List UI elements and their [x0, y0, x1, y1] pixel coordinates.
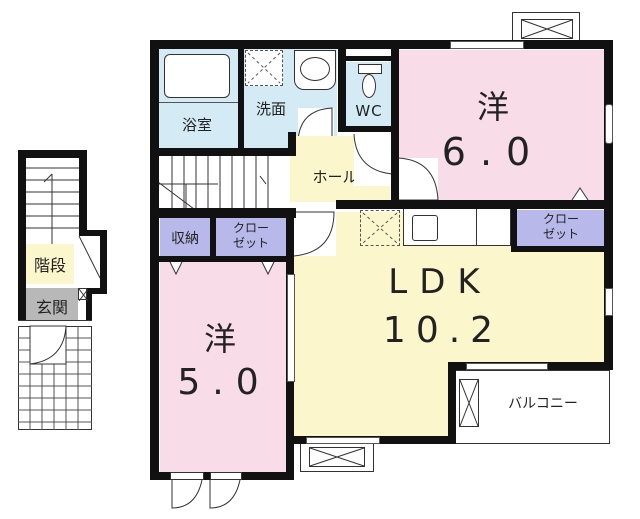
wall: [448, 362, 456, 444]
room-western-5: 洋 5.0: [160, 261, 286, 472]
door-swing-icon: [293, 211, 335, 257]
western-5-size: 5.0: [177, 362, 271, 403]
stairs-lines-icon: [157, 156, 269, 213]
window: [605, 288, 613, 316]
window: [450, 41, 524, 49]
washroom-label: 洗面: [255, 100, 286, 118]
closet-left-label-1: クロー: [232, 221, 269, 235]
sink-icon: [412, 215, 438, 241]
stairs-lines-icon: [26, 167, 79, 244]
door-swing-icon: [171, 479, 241, 509]
room-stairs: 階段: [26, 244, 74, 284]
ac-unit-icon: [521, 19, 573, 39]
window: [605, 104, 613, 144]
toilet-icon: [362, 74, 376, 98]
wall: [511, 246, 611, 252]
window: [466, 363, 548, 370]
western-6-size: 6.0: [441, 130, 545, 174]
ldk-label: LDK: [388, 262, 492, 302]
balcony-label: バルコニー: [508, 396, 578, 412]
outdoor-unit: [300, 440, 374, 472]
storage: 収納: [160, 218, 210, 256]
ldk-size: 10.2: [382, 310, 504, 351]
wall: [79, 150, 87, 234]
closet-right-label-2: ゼット: [542, 227, 579, 241]
wall: [336, 200, 612, 209]
wall: [86, 288, 92, 342]
stairs-label: 階段: [33, 256, 66, 275]
wall: [150, 148, 296, 156]
hall-label: ホール: [312, 168, 358, 186]
western-5-label: 洋: [203, 320, 236, 358]
fridge-space-icon: [360, 210, 400, 246]
sink-icon: [294, 50, 336, 90]
room-entrance: 玄関: [26, 288, 78, 320]
wall: [18, 150, 26, 342]
door-panel: [78, 235, 101, 288]
door-swing-icon: [353, 133, 393, 175]
closet-arrow-icon: [169, 261, 183, 276]
closet-right: クロー ゼット: [517, 210, 605, 246]
interior-stairs: [157, 156, 290, 213]
entrance-label: 玄関: [35, 298, 68, 317]
wall: [150, 256, 294, 262]
door-swing-icon: [397, 157, 439, 201]
bath-label: 浴室: [181, 116, 212, 134]
wall: [150, 208, 296, 218]
wall: [344, 126, 394, 132]
western-6-door[interactable]: [397, 157, 439, 201]
exterior-stairs: [18, 325, 92, 430]
sliding-door[interactable]: [287, 274, 295, 382]
wall: [210, 212, 216, 262]
western-6-label: 洋: [476, 88, 509, 126]
wall: [288, 132, 296, 156]
wall: [238, 48, 244, 152]
room-western-6: 洋 6.0: [397, 50, 604, 201]
door[interactable]: [210, 472, 242, 480]
closet-arrow-icon: [571, 187, 589, 201]
wall: [86, 288, 107, 294]
ldk-door[interactable]: [293, 211, 336, 257]
wc-label: WC: [355, 102, 383, 120]
closet-left: クロー ゼット: [216, 218, 286, 256]
window: [306, 437, 380, 444]
stairs-treads: [26, 158, 79, 244]
balcony: バルコニー: [452, 370, 610, 444]
washer-space-icon: [245, 50, 283, 86]
wall: [150, 40, 612, 49]
wall: [18, 150, 86, 158]
kitchen-counter: [403, 208, 511, 246]
room-ldk-lower: [294, 362, 450, 436]
closet-left-label-2: ゼット: [232, 236, 269, 250]
ac-unit-icon: [459, 379, 479, 427]
wall: [344, 56, 394, 61]
wc-door[interactable]: [353, 133, 393, 186]
door-swing-icon: [78, 235, 101, 279]
room-bath: 浴室: [158, 48, 242, 148]
door[interactable]: [170, 472, 204, 480]
exterior-grid-icon: [18, 325, 92, 430]
threshold: [18, 320, 92, 327]
divider: [158, 102, 242, 103]
wall: [511, 204, 517, 252]
wall: [338, 48, 346, 132]
meter-box-icon: [78, 288, 89, 302]
room-wc: WC: [346, 62, 392, 126]
ac-unit-icon: [309, 447, 365, 467]
closet-right-label-1: クロー: [542, 212, 579, 226]
toilet-tank-icon: [358, 64, 382, 74]
storage-label: 収納: [171, 231, 199, 247]
bathtub-icon: [164, 54, 230, 98]
closet-arrow-icon: [261, 261, 275, 276]
wall: [391, 48, 399, 208]
wall: [100, 230, 107, 294]
wall: [79, 230, 107, 236]
